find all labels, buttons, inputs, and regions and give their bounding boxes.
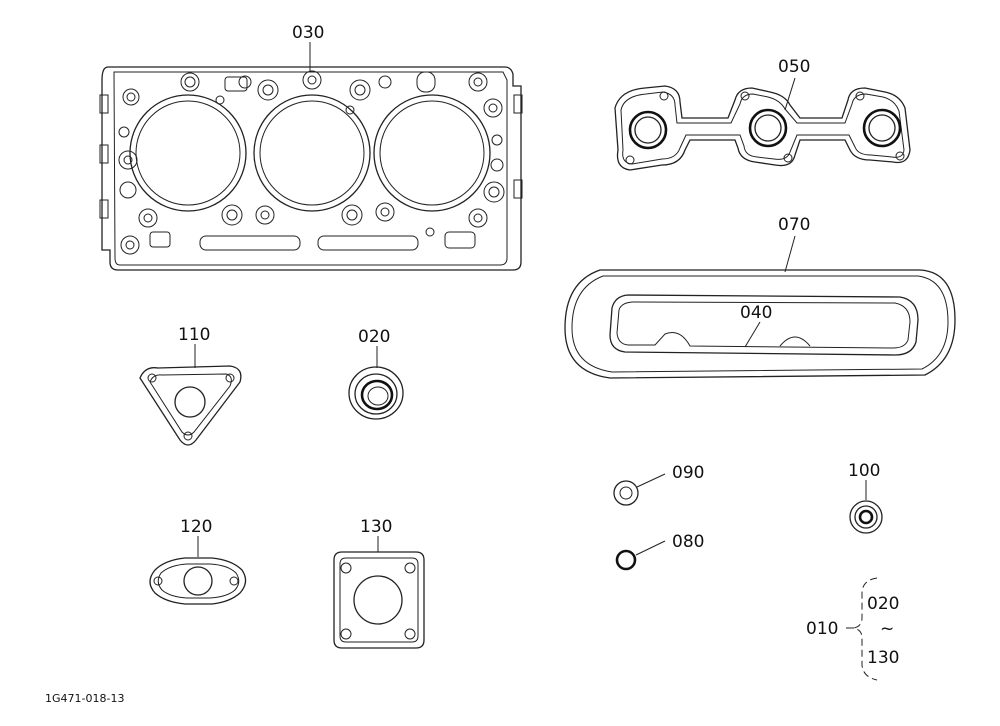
kit-bracket xyxy=(846,577,878,681)
label-kit-from: 020 xyxy=(867,594,899,614)
label-080: 080 xyxy=(672,532,704,552)
manifold-gasket[interactable] xyxy=(614,85,911,171)
label-110: 110 xyxy=(178,325,210,345)
label-050: 050 xyxy=(778,57,810,77)
label-130: 130 xyxy=(360,517,392,537)
label-120: 120 xyxy=(180,517,212,537)
label-040: 040 xyxy=(740,303,772,323)
label-030: 030 xyxy=(292,23,324,43)
cylinder-head-gasket[interactable] xyxy=(99,66,523,271)
label-100: 100 xyxy=(848,461,880,481)
label-010: 010 xyxy=(806,619,838,639)
washer[interactable] xyxy=(613,480,639,506)
flange-gasket-square[interactable] xyxy=(333,551,425,649)
label-kit-to: 130 xyxy=(867,648,899,668)
oil-seal[interactable] xyxy=(348,366,404,420)
label-kit-tilde: ~ xyxy=(880,619,894,639)
head-cover-gasket[interactable] xyxy=(564,269,956,379)
o-ring[interactable] xyxy=(615,549,637,571)
small-seal[interactable] xyxy=(849,500,883,534)
label-070: 070 xyxy=(778,215,810,235)
inner-gasket[interactable] xyxy=(609,294,919,356)
triangle-gasket[interactable] xyxy=(139,365,242,446)
label-090: 090 xyxy=(672,463,704,483)
drawing-code: 1G471-018-13 xyxy=(45,692,124,705)
flange-gasket-oval[interactable] xyxy=(149,557,247,605)
label-020: 020 xyxy=(358,327,390,347)
